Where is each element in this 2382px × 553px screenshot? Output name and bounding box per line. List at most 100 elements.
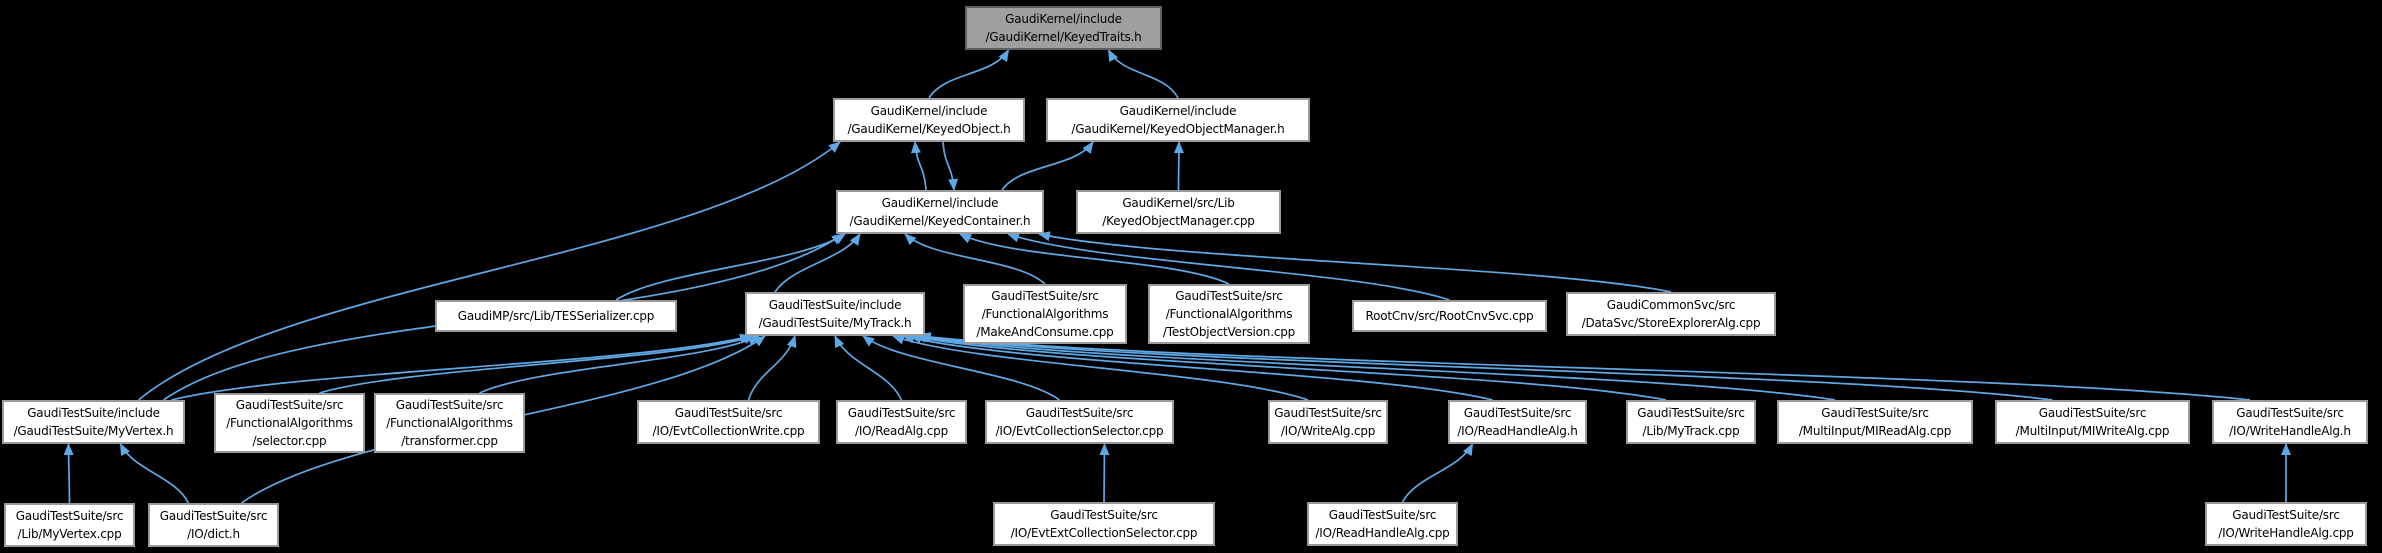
include-edge-mytrack_h-to-keyedcontainer [774, 233, 861, 293]
node-label-line: GaudiTestSuite/src [1463, 406, 1572, 420]
graph-node-keyedobjectmanagercpp[interactable]: GaudiKernel/src/Lib/KeyedObjectManager.c… [1076, 190, 1281, 234]
node-label-line: GaudiKernel/include [1119, 104, 1237, 118]
graph-node-keyedobject[interactable]: GaudiKernel/include/GaudiKernel/KeyedObj… [833, 98, 1025, 142]
include-edge-mytrack_cpp-to-mytrack_h [909, 333, 1667, 401]
node-label-line: GaudiTestSuite/src [674, 406, 783, 420]
include-edge-keyedcontainer-to-keyedobjectmanager [1001, 141, 1094, 191]
graph-node-tesserializer[interactable]: GaudiMP/src/Lib/TESSerializer.cpp [435, 300, 677, 332]
graph-node-transformer[interactable]: GaudiTestSuite/src/FunctionalAlgorithms /… [374, 393, 525, 453]
node-label-line: /IO/ReadHandleAlg.cpp [1315, 526, 1450, 540]
node-label-line: GaudiTestSuite/src [1328, 508, 1437, 522]
node-label-line: GaudiKernel/src/Lib [1122, 196, 1235, 210]
include-edge-storeexplorer-to-keyedcontainer [1038, 231, 1672, 293]
node-label-line: GaudiKernel/include [1005, 12, 1122, 26]
node-label-line: /IO/WriteHandleAlg.h [2229, 424, 2351, 438]
node-label-line: /IO/ReadHandleAlg.h [1457, 424, 1578, 438]
node-label-line: GaudiKernel/include [870, 104, 988, 118]
include-edge-testobjectversion-to-keyedcontainer [959, 233, 1230, 285]
graph-node-evtcollectionwrite[interactable]: GaudiTestSuite/src/IO/EvtCollectionWrite… [637, 400, 820, 444]
node-label-line: /GaudiTestSuite/MyVertex.h [13, 424, 174, 438]
node-label-line: GaudiKernel/include [881, 196, 999, 210]
node-label-line: /FunctionalAlgorithms [386, 416, 513, 430]
include-edge-keyedobjectmanagercpp-to-keyedobjectmanager [1173, 141, 1184, 191]
node-label-line: /KeyedObjectManager.cpp [1102, 214, 1255, 228]
graph-node-evtcollectionselector[interactable]: GaudiTestSuite/src/IO/EvtCollectionSelec… [985, 400, 1174, 444]
node-label-line: GaudiTestSuite/src [847, 406, 956, 420]
graph-node-keyedobjectmanager[interactable]: GaudiKernel/include/GaudiKernel/KeyedObj… [1046, 98, 1310, 142]
node-label-line: /IO/ReadAlg.cpp [854, 424, 949, 438]
node-label-line: GaudiTestSuite/src [2232, 508, 2340, 522]
node-label-line: RootCnv/src/RootCnvSvc.cpp [1365, 309, 1534, 323]
node-label-line: /Lib/MyTrack.cpp [1642, 424, 1740, 438]
node-label-line: /IO/EvtCollectionSelector.cpp [995, 424, 1164, 438]
node-label-line: GaudiTestSuite/src [1821, 406, 1929, 420]
include-edge-dict_h-to-myvertex_h [119, 443, 190, 504]
node-label-line: /FunctionalAlgorithms [1165, 307, 1293, 321]
include-edge-readhandlealg_h-to-mytrack_h [902, 333, 1493, 401]
graph-node-mireadalg[interactable]: GaudiTestSuite/src/MultiInput/MIReadAlg.… [1777, 400, 1973, 444]
node-label-line: GaudiTestSuite/src [1274, 406, 1382, 420]
include-edge-keyedcontainer-to-keyedobject [910, 141, 927, 191]
graph-node-writehandlealg_cpp[interactable]: GaudiTestSuite/src/IO/WriteHandleAlg.cpp [2205, 502, 2367, 546]
node-label-line: GaudiTestSuite/include [27, 406, 160, 420]
graph-node-makeandconsume[interactable]: GaudiTestSuite/src/FunctionalAlgorithms/… [963, 284, 1127, 344]
include-edge-keyedobject-to-keyedcontainer [942, 141, 959, 191]
node-label-line: /GaudiKernel/KeyedContainer.h [849, 214, 1031, 228]
include-edge-readhandlealg_cpp-to-readhandlealg_h [1401, 443, 1474, 503]
graph-node-evtextcollectionselector[interactable]: GaudiTestSuite/src/IO/EvtExtCollectionSe… [993, 502, 1215, 546]
node-label-line: GaudiTestSuite/src [395, 398, 504, 412]
node-label-line: /MultiInput/MIWriteAlg.cpp [2015, 424, 2170, 438]
node-label-line: /GaudiKernel/KeyedObject.h [847, 122, 1011, 136]
include-edge-transformer-to-mytrack_h [479, 335, 760, 394]
include-edge-keyedobject-to-keyedtraits [928, 49, 1010, 99]
include-edge-writehandlealg_h-to-mytrack_h [919, 332, 2251, 401]
graph-node-myvertex_cpp[interactable]: GaudiTestSuite/src/Lib/MyVertex.cpp [4, 503, 135, 547]
node-label-line: /IO/EvtExtCollectionSelector.cpp [1010, 526, 1198, 540]
graph-node-readhandlealg_h[interactable]: GaudiTestSuite/src/IO/ReadHandleAlg.h [1448, 400, 1587, 444]
include-edge-selector-to-mytrack_h [319, 334, 756, 394]
node-label-line: /GaudiKernel/KeyedObjectManager.h [1071, 122, 1285, 136]
graph-node-readhandlealg_cpp[interactable]: GaudiTestSuite/src/IO/ReadHandleAlg.cpp [1307, 502, 1458, 546]
node-label-line: GaudiTestSuite/src [2236, 406, 2344, 420]
node-label-line: /FunctionalAlgorithms [981, 307, 1109, 321]
include-edge-evtcollectionselector-to-mytrack_h [862, 335, 1061, 401]
node-label-line: /FunctionalAlgorithms [226, 416, 353, 430]
graph-node-dict_h[interactable]: GaudiTestSuite/src/IO/dict.h [148, 503, 279, 547]
include-edge-tesserializer-to-keyedcontainer [615, 233, 846, 301]
include-edge-myvertex_h-to-mytrack_h [171, 333, 752, 401]
graph-node-keyedtraits[interactable]: GaudiKernel/include/GaudiKernel/KeyedTra… [965, 6, 1162, 50]
graph-node-mytrack_h[interactable]: GaudiTestSuite/include/GaudiTestSuite/My… [745, 292, 925, 336]
graph-node-testobjectversion[interactable]: GaudiTestSuite/src/FunctionalAlgorithms/… [1148, 284, 1310, 344]
node-label-line: GaudiTestSuite/src [2038, 406, 2147, 420]
node-label-line: /DataSvc/StoreExplorerAlg.cpp [1581, 316, 1761, 330]
node-label-line: GaudiMP/src/Lib/TESSerializer.cpp [457, 309, 655, 323]
node-label-line: GaudiTestSuite/src [1025, 406, 1134, 420]
node-label-line: /IO/dict.h [187, 527, 240, 541]
include-edge-miwritealg-to-mytrack_h [917, 332, 2053, 401]
include-edge-rootcnvsvc-to-keyedcontainer [1007, 232, 1450, 301]
graph-node-myvertex_h[interactable]: GaudiTestSuite/include/GaudiTestSuite/My… [2, 400, 185, 444]
graph-node-writehandlealg_h[interactable]: GaudiTestSuite/src/IO/WriteHandleAlg.h [2212, 400, 2368, 444]
graph-node-miwritealg[interactable]: GaudiTestSuite/src/MultiInput/MIWriteAlg… [1995, 400, 2190, 444]
node-label-line: /IO/WriteAlg.cpp [1280, 424, 1376, 438]
node-label-line: /Lib/MyVertex.cpp [17, 527, 122, 541]
node-label-line: GaudiTestSuite/src [159, 509, 268, 523]
graph-node-writealg[interactable]: GaudiTestSuite/src/IO/WriteAlg.cpp [1268, 400, 1388, 444]
node-label-line: /GaudiTestSuite/MyTrack.h [758, 316, 912, 330]
node-label-line: /MultiInput/MIReadAlg.cpp [1798, 424, 1952, 438]
graph-node-readalg[interactable]: GaudiTestSuite/src/IO/ReadAlg.cpp [836, 400, 967, 444]
graph-node-keyedcontainer[interactable]: GaudiKernel/include/GaudiKernel/KeyedCon… [836, 190, 1044, 234]
include-edge-myvertex_cpp-to-myvertex_h [63, 443, 74, 504]
node-label-line: GaudiTestSuite/src [235, 398, 344, 412]
node-label-line: GaudiTestSuite/src [991, 289, 1099, 303]
node-label-line: /IO/WriteHandleAlg.cpp [2218, 526, 2354, 540]
node-label-line: /transformer.cpp [401, 434, 498, 448]
graph-node-mytrack_cpp[interactable]: GaudiTestSuite/src/Lib/MyTrack.cpp [1626, 400, 1756, 444]
graph-node-storeexplorer[interactable]: GaudiCommonSvc/src/DataSvc/StoreExplorer… [1566, 292, 1776, 336]
node-label-line: /TestObjectVersion.cpp [1162, 325, 1296, 339]
graph-node-selector[interactable]: GaudiTestSuite/src/FunctionalAlgorithms/… [214, 393, 365, 453]
graph-node-rootcnvsvc[interactable]: RootCnv/src/RootCnvSvc.cpp [1352, 300, 1547, 332]
include-edge-evtcollectionwrite-to-mytrack_h [747, 335, 797, 401]
include-edge-mireadalg-to-mytrack_h [914, 332, 1836, 401]
